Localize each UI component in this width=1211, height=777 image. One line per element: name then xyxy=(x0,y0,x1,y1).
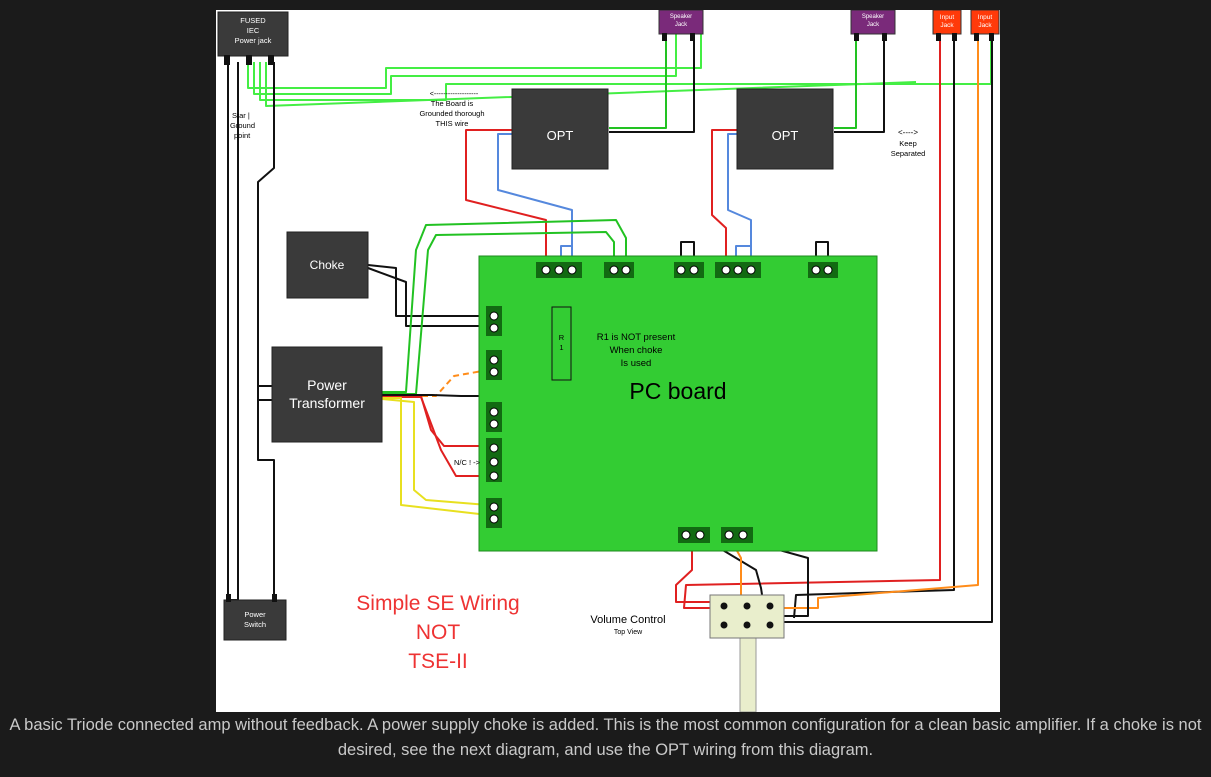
output-transformer-1: OPT xyxy=(511,88,609,170)
svg-text:Speaker: Speaker xyxy=(862,14,884,20)
speaker-jack-2: Speaker Jack xyxy=(850,10,896,41)
header-input-1 xyxy=(678,527,710,543)
opt-secondary-wire xyxy=(609,28,695,133)
header-input-2 xyxy=(721,527,753,543)
opt-primary-wire xyxy=(711,129,737,268)
r1-note-2: When choke xyxy=(610,345,663,356)
pc-board-label: PC board xyxy=(629,378,726,404)
keep-separated-2: Separated xyxy=(891,149,926,158)
opt-secondary-wire xyxy=(834,28,857,129)
iec-label-1: FUSED xyxy=(240,16,266,25)
board-ground-note-1: The Board is xyxy=(431,99,474,108)
jumper-wire xyxy=(815,241,829,268)
ground-wire xyxy=(259,28,992,101)
title-line-2: NOT xyxy=(416,621,461,644)
heater-wire xyxy=(382,397,489,516)
choke-wire xyxy=(367,267,488,327)
keep-separated-arrow: <----> xyxy=(898,128,918,137)
svg-text:OPT: OPT xyxy=(772,128,799,143)
mains-wire xyxy=(257,62,275,387)
ground-wire xyxy=(265,62,917,107)
power-transformer: Power Transformer xyxy=(271,346,383,443)
header-heater xyxy=(486,498,502,528)
ground-wire xyxy=(247,28,702,89)
iec-power-jack: FUSED IEC Power jack xyxy=(217,11,289,65)
svg-text:Transformer: Transformer xyxy=(289,395,365,411)
star-ground-label-1: Star | xyxy=(232,111,250,120)
input-jack-1: Input Jack xyxy=(932,10,962,41)
opt-primary-wire xyxy=(465,129,547,268)
title-line-1: Simple SE Wiring xyxy=(356,592,519,615)
r1-note-3: Is used xyxy=(621,358,652,369)
jumper-wire xyxy=(680,241,695,268)
opt-primary-wire xyxy=(497,133,573,268)
header-choke xyxy=(486,306,502,336)
ground-wire xyxy=(253,28,677,95)
header-jumper-2 xyxy=(808,262,838,278)
r1-note-1: R1 is NOT present xyxy=(597,332,676,343)
board-ground-note-2: Grounded thorough xyxy=(419,109,484,118)
star-ground-label-2: Ground xyxy=(230,121,255,130)
keep-separated-1: Keep xyxy=(899,139,917,148)
figure-caption: A basic Triode connected amp without fee… xyxy=(9,716,1202,759)
svg-text:Choke: Choke xyxy=(310,258,345,272)
nc-label: N/C ! -> xyxy=(454,458,481,467)
iec-label-2: IEC xyxy=(247,26,260,35)
output-transformer-2: OPT xyxy=(736,88,834,170)
board-ground-note-3: THIS wire xyxy=(436,119,469,128)
volume-control xyxy=(709,594,785,712)
svg-text:Input: Input xyxy=(940,14,955,21)
signal-wire xyxy=(675,540,710,603)
header-b-plus xyxy=(604,262,634,278)
header-opt1 xyxy=(536,262,582,278)
header-center-tap xyxy=(486,350,502,380)
input-wire xyxy=(776,28,979,609)
choke: Choke xyxy=(286,231,369,299)
svg-text:R: R xyxy=(559,333,565,342)
power-switch: Power Switch xyxy=(223,594,287,641)
header-hv xyxy=(486,438,502,482)
input-wire xyxy=(776,28,993,623)
svg-text:Power: Power xyxy=(244,610,266,619)
speaker-jack-1: Speaker Jack xyxy=(658,10,704,41)
svg-text:Switch: Switch xyxy=(244,620,266,629)
star-ground-label-3: point xyxy=(234,131,251,140)
volume-control-label: Volume Control xyxy=(590,614,665,626)
hv-wire xyxy=(382,396,488,477)
svg-text:Power: Power xyxy=(307,377,347,393)
heater-wire xyxy=(381,398,489,506)
resistor-r1: R 1 xyxy=(551,306,572,381)
input-jack-2: Input Jack xyxy=(970,10,1000,41)
opt-secondary-wire xyxy=(609,28,667,129)
svg-text:Jack: Jack xyxy=(867,22,880,28)
svg-text:Jack: Jack xyxy=(978,22,992,29)
choke-wire xyxy=(367,264,488,317)
board-ground-arrow: <------------------- xyxy=(430,91,479,98)
hv-wire xyxy=(382,395,488,447)
header-opt2 xyxy=(715,262,761,278)
iec-label-3: Power jack xyxy=(235,36,272,45)
opt-primary-wire xyxy=(727,133,752,268)
svg-text:Jack: Jack xyxy=(675,22,688,28)
volume-view-label: Top View xyxy=(614,629,643,636)
mains-wire xyxy=(257,386,275,600)
header-jumper-1 xyxy=(674,262,704,278)
transformer-wire xyxy=(382,394,488,397)
opt-secondary-wire xyxy=(834,28,885,133)
svg-text:Input: Input xyxy=(978,14,993,21)
svg-text:Speaker: Speaker xyxy=(670,14,692,20)
svg-text:Jack: Jack xyxy=(940,22,954,29)
svg-text:1: 1 xyxy=(559,343,563,352)
transformer-wire xyxy=(382,219,627,393)
mains-wire xyxy=(227,62,238,601)
pc-board: R 1 R1 is NOT present When choke Is used… xyxy=(454,255,878,552)
svg-text:OPT: OPT xyxy=(547,128,574,143)
input-wire xyxy=(683,28,941,609)
header-unused xyxy=(486,402,502,432)
wiring-diagram: FUSED IEC Power jack Speaker Jack Speake… xyxy=(216,10,1000,712)
title-line-3: TSE-II xyxy=(408,650,468,673)
